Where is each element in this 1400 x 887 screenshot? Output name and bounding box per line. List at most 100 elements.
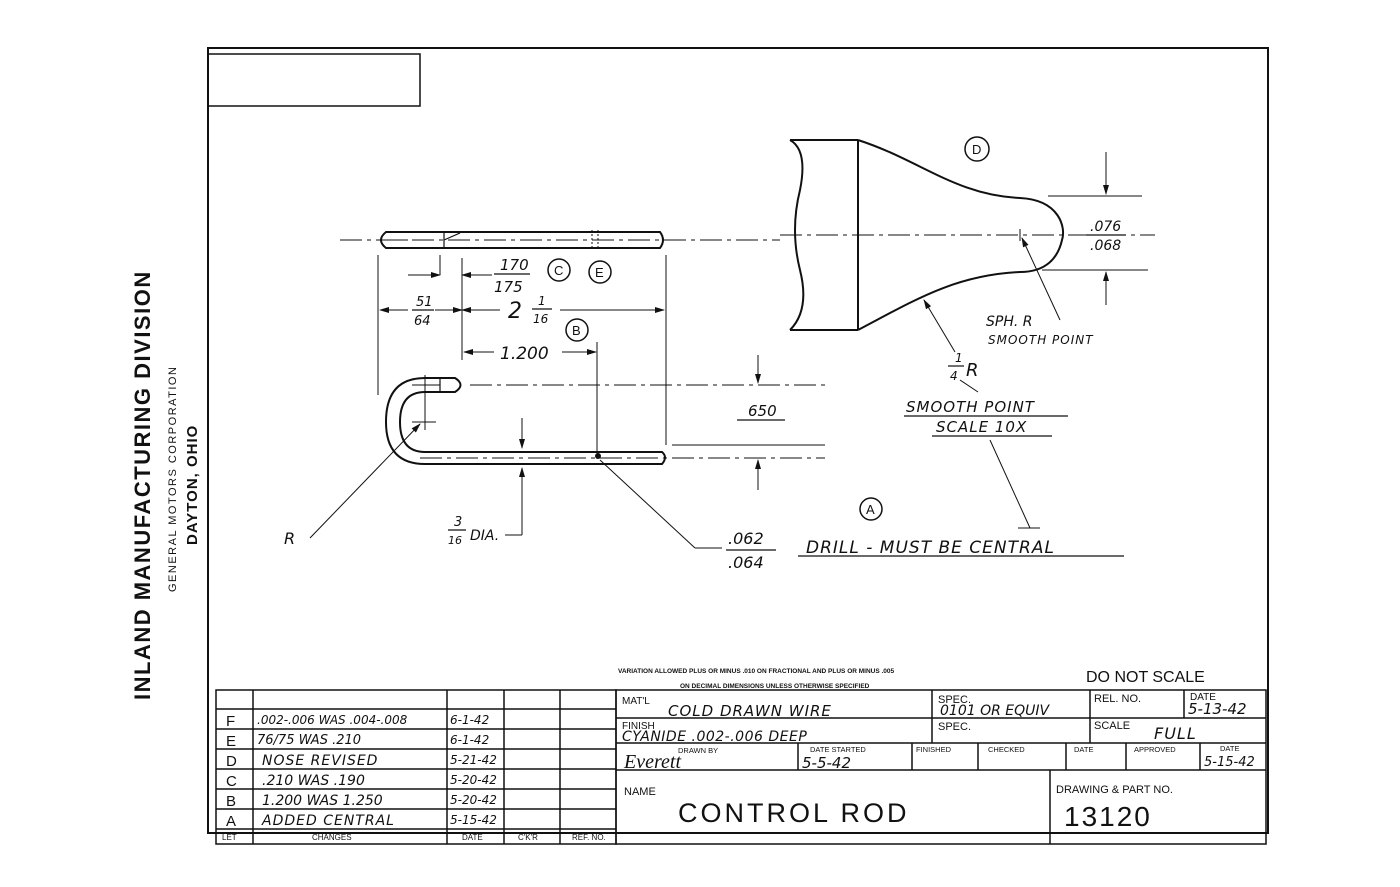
rev-date: 5-15-42 [450,813,497,827]
corporation-name: GENERAL MOTORS CORPORATION [167,366,179,592]
rev-date: 5-20-42 [450,773,497,787]
smooth-point-small-note: SMOOTH POINT [988,333,1094,347]
location-text: DAYTON, OHIO [184,425,201,545]
rev-date: 5-21-42 [450,753,497,767]
rev-date: 6-1-42 [450,713,489,727]
drawn-by-value: Everett [623,751,681,773]
callout-e-circle [588,260,612,284]
part-name: CONTROL ROD [678,798,910,828]
finish-value: CYANIDE .002-.006 DEEP [622,729,807,745]
dim-51: 51 [416,295,433,310]
rel-no-label: REL. NO. [1094,693,1141,705]
variation-note-line1: VARIATION ALLOWED PLUS OR MINUS .010 ON … [618,668,895,675]
rev-let: B [226,793,236,810]
date3-value: 5-15-42 [1204,755,1255,770]
dim-650: 650 [748,402,777,420]
rev-change: NOSE REVISED [262,753,378,769]
date2-label: DATE [1074,745,1093,754]
spec-label: SPEC. [938,694,971,706]
callout-e: E [595,265,604,280]
finished-label: FINISHED [916,745,952,754]
division-title: INLAND MANUFACTURING DIVISION [130,270,155,700]
matl-value: COLD DRAWN WIRE [668,702,832,720]
rev-change: .210 WAS .190 [262,773,365,789]
finish-label: FINISH [622,721,655,732]
callout-c: C [554,263,563,278]
variation-note-line2: ON DECIMAL DIMENSIONS UNLESS OTHERWISE S… [680,683,870,690]
dim-170: 170 [500,256,529,274]
bent-view-dimensions [309,355,785,549]
callout-d: D [972,142,981,157]
drill-note: DRILL - MUST BE CENTRAL [806,538,1055,558]
drawing-border [207,47,1269,834]
smooth-point-note: SMOOTH POINT [906,398,1036,416]
callout-d-circle [964,136,990,162]
callout-b-circle [565,318,589,342]
scale-label: SCALE [1094,720,1130,732]
header-date: DATE [462,833,483,842]
rev-change: ADDED CENTRAL [261,813,395,829]
scale-value: FULL [1154,724,1197,743]
drawn-by-label: DRAWN BY [678,746,718,755]
rev-date: 5-20-42 [450,793,497,807]
revision-headers: LET CHANGES DATE C'K'R REF. NO. [222,833,606,842]
rev-change: .002-.006 WAS .004-.008 [257,713,408,727]
rev-change: 1.200 WAS 1.250 [262,793,383,809]
do-not-scale: DO NOT SCALE [1086,669,1205,686]
dim-2-frac-top: 1 [538,294,546,308]
dim-r: R [284,529,295,548]
dim-1200: 1.200 [500,344,549,364]
dim-076: .076 [1090,219,1121,235]
rev-change: 76/75 WAS .210 [257,733,361,748]
date-started-label: DATE STARTED [810,745,866,754]
revision-table-grid [215,689,617,845]
header-refno: REF. NO. [572,833,606,842]
nose-detail-view [780,139,1155,331]
dim-064: .064 [728,553,764,572]
matl-label: MAT'L [622,696,650,707]
title-block-grid [615,689,1267,845]
part-no-label: DRAWING & PART NO. [1056,784,1173,796]
callout-a-circle [859,497,883,521]
callout-b: B [572,323,581,338]
header-changes: CHANGES [312,833,352,842]
date-label: DATE [1190,692,1216,703]
dim-dia: DIA. [470,528,499,544]
bent-rod-view [384,375,825,465]
header-ckr: C'K'R [518,833,538,842]
checked-label: CHECKED [988,745,1025,754]
header-let: LET [222,833,237,842]
straight-view-dimensions [377,255,667,455]
straight-rod-view [340,230,780,250]
rev-let: F [226,713,235,730]
dim-2-frac-bottom: 16 [533,312,549,326]
nose-dimensions [923,152,1109,529]
approved-label: APPROVED [1134,745,1176,754]
date-started-value: 5-5-42 [802,754,851,772]
rev-date: 6-1-42 [450,733,489,747]
quarter-r-letter: R [966,360,979,381]
date-value: 5-13-42 [1188,700,1247,718]
dim-3-16-bottom: 16 [448,534,462,547]
callout-c-circle [547,258,571,282]
quarter-r-top: 1 [955,351,963,365]
rev-let: A [226,813,236,830]
scale-10x-note: SCALE 10X [936,418,1027,436]
date3-label: DATE [1220,744,1239,753]
quarter-r-bottom: 4 [950,369,958,383]
dim-3-16-top: 3 [454,515,462,530]
dim-64: 64 [414,314,431,329]
revision-rows: F .002-.006 WAS .004-.008 6-1-42 E 76/75… [226,713,497,830]
title-block-fields: MAT'L COLD DRAWN WIRE SPEC. 0101 OR EQUI… [622,692,1255,832]
callout-a: A [866,502,875,517]
name-label: NAME [624,786,656,798]
dim-175: 175 [494,278,523,296]
dim-062: .062 [728,529,764,548]
dim-068: .068 [1090,238,1121,254]
dim-2-whole: 2 [508,299,522,324]
part-number: 13120 [1064,801,1152,832]
rev-let: C [226,773,237,790]
spec-value: 0101 OR EQUIV [940,703,1051,719]
corner-box [207,53,421,107]
